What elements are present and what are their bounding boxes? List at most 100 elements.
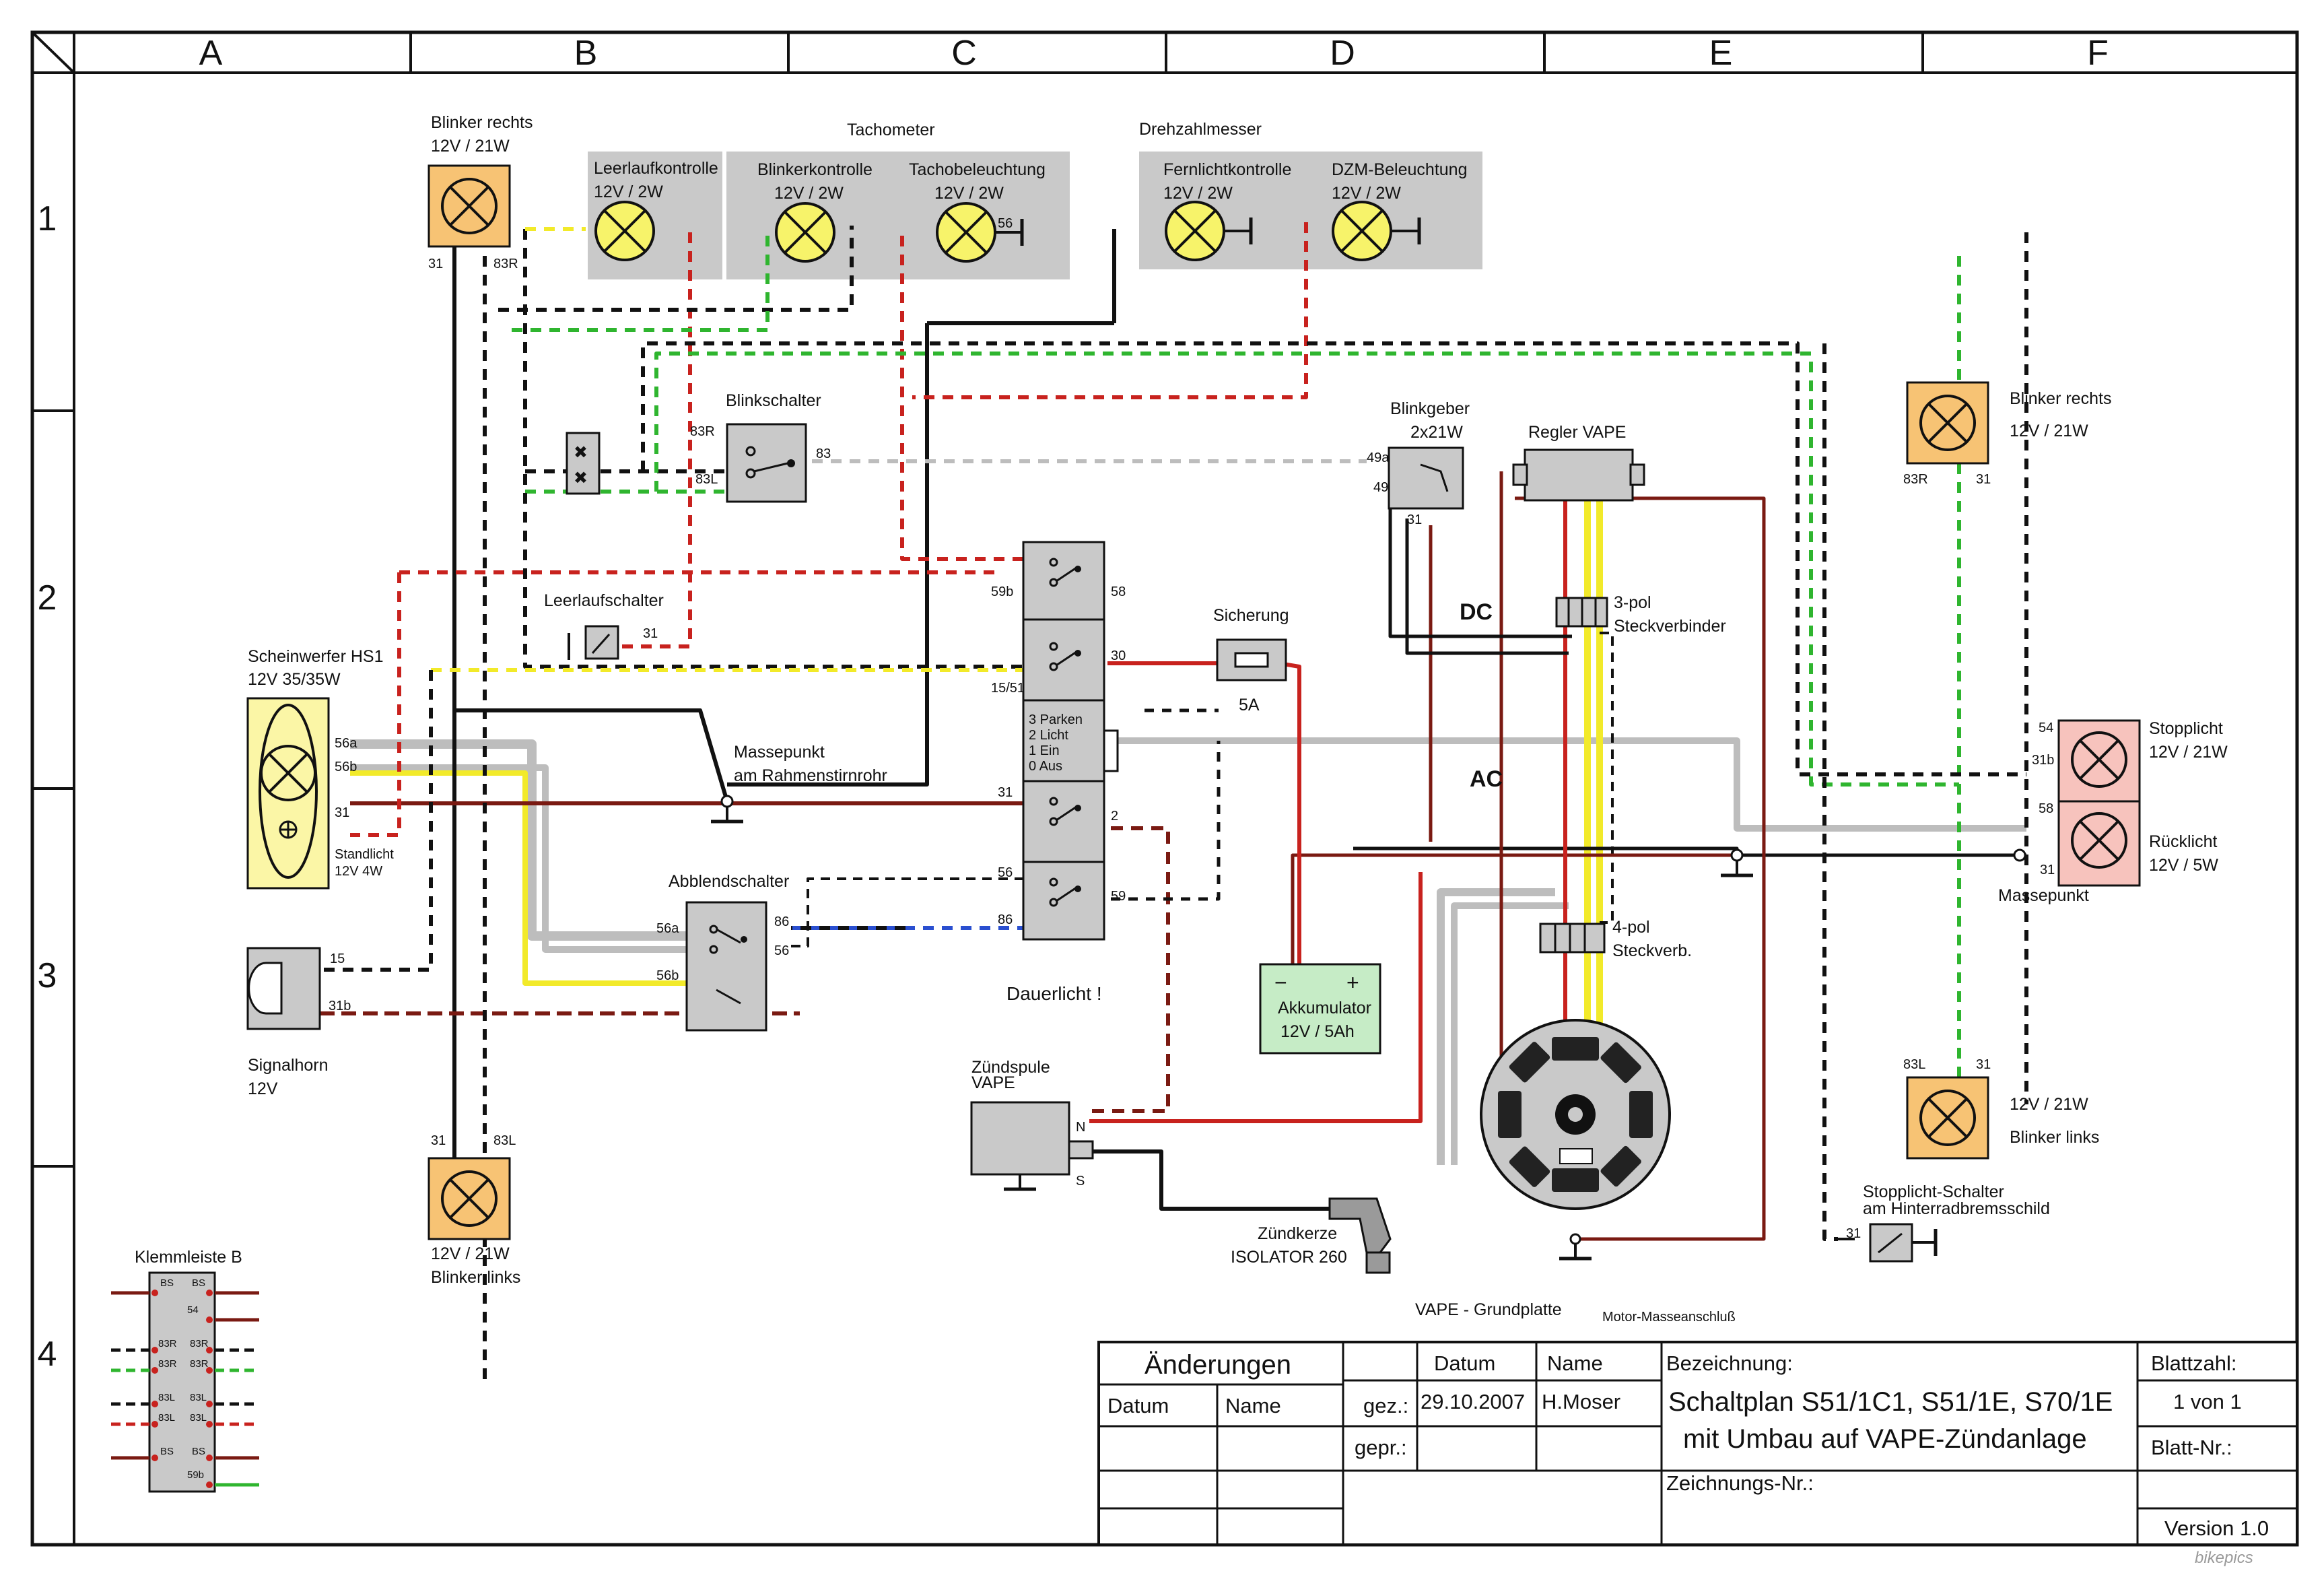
grid-row-2: 2 <box>38 578 57 617</box>
tb-name-value: H.Moser <box>1542 1390 1620 1413</box>
grid-labels: A B C D E F 1 2 3 4 <box>38 34 2109 1374</box>
akku-rating: 12V / 5Ah <box>1280 1022 1355 1041</box>
kl-r3-r: 83R <box>190 1358 209 1370</box>
tb-title-line2: mit Umbau auf VAPE-Zündanlage <box>1683 1424 2087 1454</box>
standlicht-label: Standlicht <box>335 847 394 862</box>
kl-r5-r: 83L <box>190 1412 207 1424</box>
blinkerkontrolle-rating: 12V / 2W <box>774 184 844 203</box>
blinker-links-right-pin83l: 83L <box>1903 1057 1925 1072</box>
kl-r4-l: 83L <box>158 1392 175 1403</box>
scheinwerfer-pin56a: 56a <box>335 736 357 751</box>
bikepics-watermark: bikepics <box>2195 1549 2253 1567</box>
stopplicht-schalter-pin31: 31 <box>1846 1226 1861 1241</box>
abblendschalter-name: Abblendschalter <box>669 872 789 891</box>
zuendkerze-line1: Zündkerze <box>1258 1224 1337 1243</box>
blinker-links-right-pin31: 31 <box>1976 1057 1991 1072</box>
tb-gez-label: gez.: <box>1363 1394 1408 1417</box>
connector-block-x: ✖ ✖ <box>566 432 601 495</box>
ruecklicht-pin31: 31 <box>2040 863 2055 877</box>
leerlaufschalter-pin31: 31 <box>643 626 658 641</box>
steck3-line1: 3-pol <box>1614 593 1651 612</box>
leerlauf-rating: 12V / 2W <box>594 182 663 201</box>
dc-label: DC <box>1460 599 1493 625</box>
abblendschalter: Abblendschalter 56a 56b 86 56 <box>656 872 789 1032</box>
zuendspule-pin-n: N <box>1076 1120 1085 1135</box>
blinker-links-right-name: Blinker links <box>2010 1128 2099 1147</box>
klemmleiste-title: Klemmleiste B <box>135 1248 242 1267</box>
blinkgeber-pin31: 31 <box>1407 512 1422 527</box>
ruecklicht-pin58: 58 <box>2039 801 2053 816</box>
grid-col-f: F <box>2087 34 2109 73</box>
tb-blatt-nr-label: Blatt-Nr.: <box>2151 1436 2232 1459</box>
signalhorn-rating: 12V <box>248 1079 278 1098</box>
blinkschalter-pin83l: 83L <box>695 472 718 487</box>
akkumulator: − + Akkumulator 12V / 5Ah <box>1259 963 1381 1055</box>
blinkerkontrolle-name: Blinkerkontrolle <box>757 160 873 179</box>
signalhorn-name: Signalhorn <box>248 1056 329 1075</box>
zs-pos2: 2 Licht <box>1029 728 1068 743</box>
kl-r2-l: 83R <box>158 1338 177 1349</box>
drehzahlmesser-title: Drehzahlmesser <box>1139 120 1262 139</box>
blinkgeber-pin49: 49 <box>1373 480 1388 495</box>
steckverbinder-3pol: 3-pol Steckverbinder <box>1555 593 1726 636</box>
zs-pin2: 2 <box>1111 809 1118 824</box>
zs-pin58: 58 <box>1111 584 1126 599</box>
kl-r6-r: BS <box>192 1446 205 1457</box>
dzm-beleuchtung-rating: 12V / 2W <box>1332 184 1401 203</box>
kl-r6-l: BS <box>160 1446 174 1457</box>
kl-r5-l: 83L <box>158 1412 175 1424</box>
abblend-pin56b: 56b <box>656 968 679 983</box>
grid-row-1: 1 <box>38 199 57 238</box>
grid-row-4: 4 <box>38 1335 57 1374</box>
abblend-pin56a: 56a <box>656 921 679 936</box>
zs-pin15-51: 15/51 <box>991 681 1025 696</box>
zuendspule-line2: VAPE <box>971 1073 1015 1092</box>
signalhorn: 15 31b Signalhorn 12V <box>246 947 351 1098</box>
leerlaufschalter: Leerlaufschalter 31 <box>544 591 664 660</box>
zs-pin59b: 59b <box>991 584 1013 599</box>
tb-datum-head: Datum <box>1434 1351 1495 1375</box>
blinkschalter-name: Blinkschalter <box>726 391 821 410</box>
blinker-rechts-top: Blinker rechts 12V / 21W 31 83R <box>428 113 533 271</box>
kl-r1-r: 54 <box>187 1304 199 1316</box>
leerlaufkontrolle: Leerlaufkontrolle 12V / 2W <box>594 159 718 261</box>
svg-text:✖: ✖ <box>574 469 588 488</box>
regler-vape: Regler VAPE DC AC <box>1460 423 1645 792</box>
dauerlicht-note: Dauerlicht ! <box>1006 983 1102 1004</box>
scheinwerfer-name: Scheinwerfer HS1 <box>248 647 383 666</box>
akku-plus: + <box>1346 970 1359 995</box>
zs-pos0: 0 Aus <box>1029 759 1062 774</box>
stopplicht-ruecklicht: 54 31b 58 31 Stopplicht 12V / 21W Rückli… <box>2032 719 2228 887</box>
signalhorn-pin31b: 31b <box>329 999 351 1013</box>
standlicht-rating: 12V 4W <box>335 864 382 879</box>
massepunkt-left-line1: Massepunkt <box>734 743 825 762</box>
grid-col-e: E <box>1709 34 1733 73</box>
tachobeleuchtung-rating: 12V / 2W <box>934 184 1004 203</box>
tachobeleuchtung-pin56: 56 <box>998 216 1013 231</box>
zs-pos3: 3 Parken <box>1029 712 1083 727</box>
scheinwerfer-pin31: 31 <box>335 805 349 820</box>
blinker-links-right-rating: 12V / 21W <box>2010 1095 2088 1114</box>
zs-pos1: 1 Ein <box>1029 743 1060 758</box>
tb-title-line1: Schaltplan S51/1C1, S51/1E, S70/1E <box>1668 1387 2113 1417</box>
stopplicht-pin31b: 31b <box>2032 753 2054 768</box>
tb-blattzahl-label: Blattzahl: <box>2151 1351 2237 1375</box>
blinker-links-left: 31 83L 12V / 21W Blinker links <box>428 1133 520 1287</box>
steck4-line2: Steckverb. <box>1612 941 1692 960</box>
stopplicht-pin54: 54 <box>2039 721 2053 735</box>
leerlauf-name: Leerlaufkontrolle <box>594 159 718 178</box>
stopplicht-schalter: Stopplicht-Schalter am Hinterradbremssch… <box>1846 1182 2050 1263</box>
motor-masse-label: Motor-Masseanschluß <box>1602 1310 1736 1325</box>
blinkgeber-pin49a: 49a <box>1367 450 1390 465</box>
massepunkt-left-line2: am Rahmenstirnrohr <box>734 766 887 785</box>
abblend-pin86: 86 <box>774 914 789 929</box>
tachobeleuchtung-name: Tachobeleuchtung <box>909 160 1046 179</box>
tb-name-col: Name <box>1225 1394 1281 1417</box>
blinkschalter-pin83: 83 <box>816 446 831 461</box>
blinkschalter-pin83r: 83R <box>690 424 715 439</box>
blinker-links-left-pin31: 31 <box>431 1133 446 1148</box>
tb-name-head: Name <box>1547 1351 1603 1375</box>
dzm-beleuchtung-name: DZM-Beleuchtung <box>1332 160 1467 179</box>
blinker-rechts-right-pin31: 31 <box>1976 472 1991 487</box>
fernlichtkontrolle-name: Fernlichtkontrolle <box>1163 160 1291 179</box>
